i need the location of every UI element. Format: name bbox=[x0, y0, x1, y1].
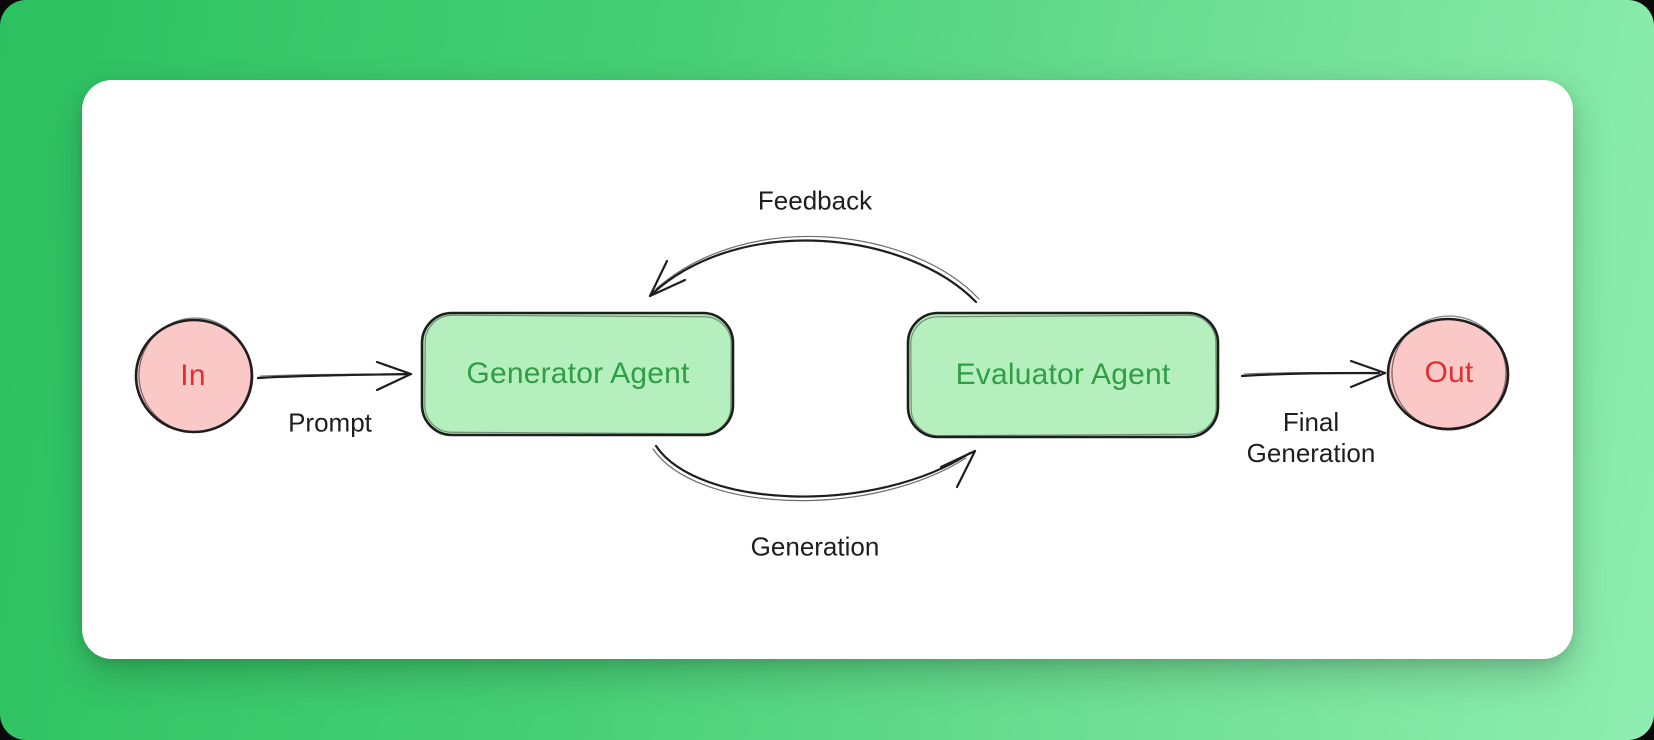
out-node-shape bbox=[1386, 315, 1510, 431]
evaluator-node-label: Evaluator Agent bbox=[955, 358, 1171, 391]
in-node-shape bbox=[134, 317, 254, 434]
final-generation-arrow bbox=[1240, 359, 1387, 389]
generation-edge-label: Generation bbox=[750, 531, 880, 562]
prompt-edge-label: Prompt bbox=[288, 407, 372, 438]
diagram-card bbox=[82, 80, 1573, 659]
evaluator-node-shape bbox=[906, 311, 1220, 439]
out-node-label: Out bbox=[1424, 356, 1474, 389]
generator-node-label: Generator Agent bbox=[466, 357, 690, 390]
feedback-arrow bbox=[648, 235, 980, 304]
final-generation-edge-label: Final Generation bbox=[1246, 407, 1376, 468]
prompt-arrow bbox=[256, 360, 413, 392]
generation-arrow bbox=[652, 444, 977, 502]
in-node-label: In bbox=[180, 359, 206, 392]
feedback-edge-label: Feedback bbox=[757, 185, 873, 216]
generator-node-shape bbox=[420, 311, 735, 437]
